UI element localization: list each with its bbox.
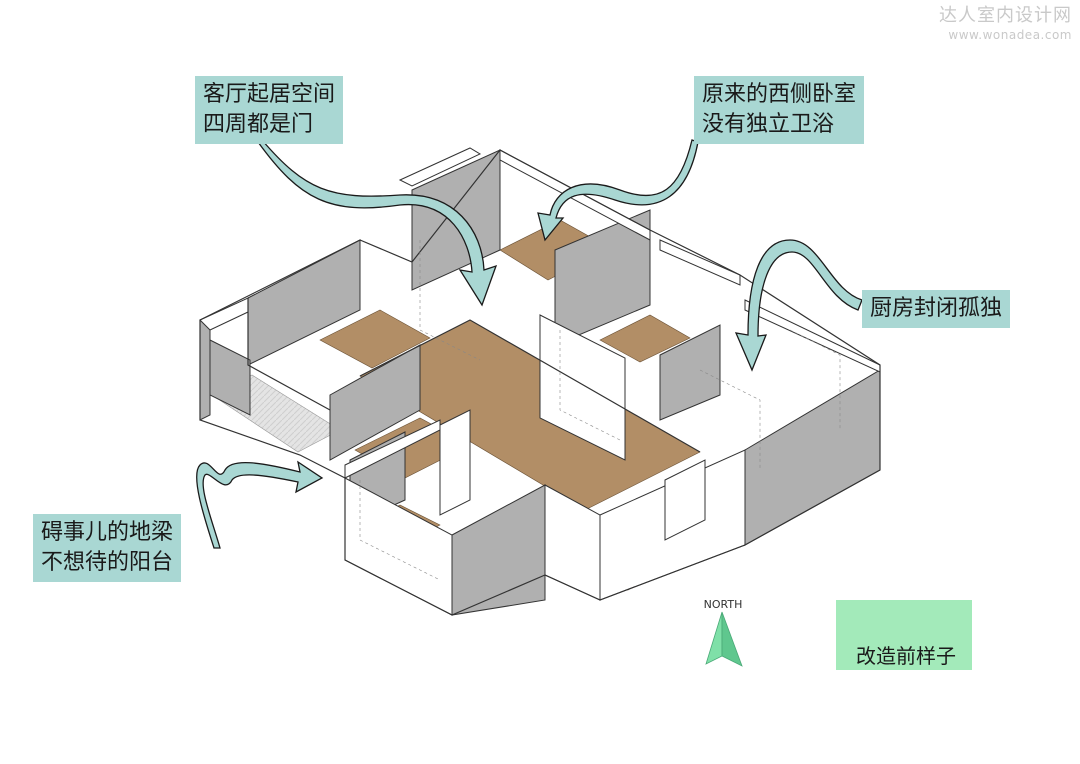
hidden-lines xyxy=(359,240,841,581)
north-arrow-icon xyxy=(705,611,743,667)
watermark-site-cn: 达人室内设计网 xyxy=(939,5,1072,26)
callout-living: 客厅起居空间 四周都是门 xyxy=(195,76,344,144)
arrow-kitchen xyxy=(734,239,863,372)
callout-balcony-line1: 碍事儿的地梁 xyxy=(41,520,174,545)
before-renovation-badge: 改造前样子 xyxy=(836,600,972,670)
wall-outlines xyxy=(199,149,881,616)
callout-kitchen-line1: 厨房封闭孤独 xyxy=(870,296,1003,321)
callout-arrows xyxy=(196,139,863,549)
watermark: 达人室内设计网 www.wonadea.com xyxy=(939,4,1072,42)
watermark-site-url: www.wonadea.com xyxy=(948,28,1072,42)
callout-living-line1: 客厅起居空间 xyxy=(203,82,336,107)
arrow-west-bedroom xyxy=(537,139,699,242)
callout-kitchen: 厨房封闭孤独 xyxy=(862,290,1011,328)
arrow-living xyxy=(257,139,498,307)
north-label: NORTH xyxy=(703,598,743,611)
callout-west-bedroom-line2: 没有独立卫浴 xyxy=(702,112,835,137)
badge-label: 改造前样子 xyxy=(856,644,956,668)
callout-west-bedroom-line1: 原来的西侧卧室 xyxy=(702,82,857,107)
callout-west-bedroom: 原来的西侧卧室 没有独立卫浴 xyxy=(694,76,865,144)
callout-living-line2: 四周都是门 xyxy=(203,112,314,137)
callout-balcony-line2: 不想待的阳台 xyxy=(41,550,174,575)
arrow-balcony xyxy=(196,460,324,549)
callout-balcony: 碍事儿的地梁 不想待的阳台 xyxy=(33,514,182,582)
